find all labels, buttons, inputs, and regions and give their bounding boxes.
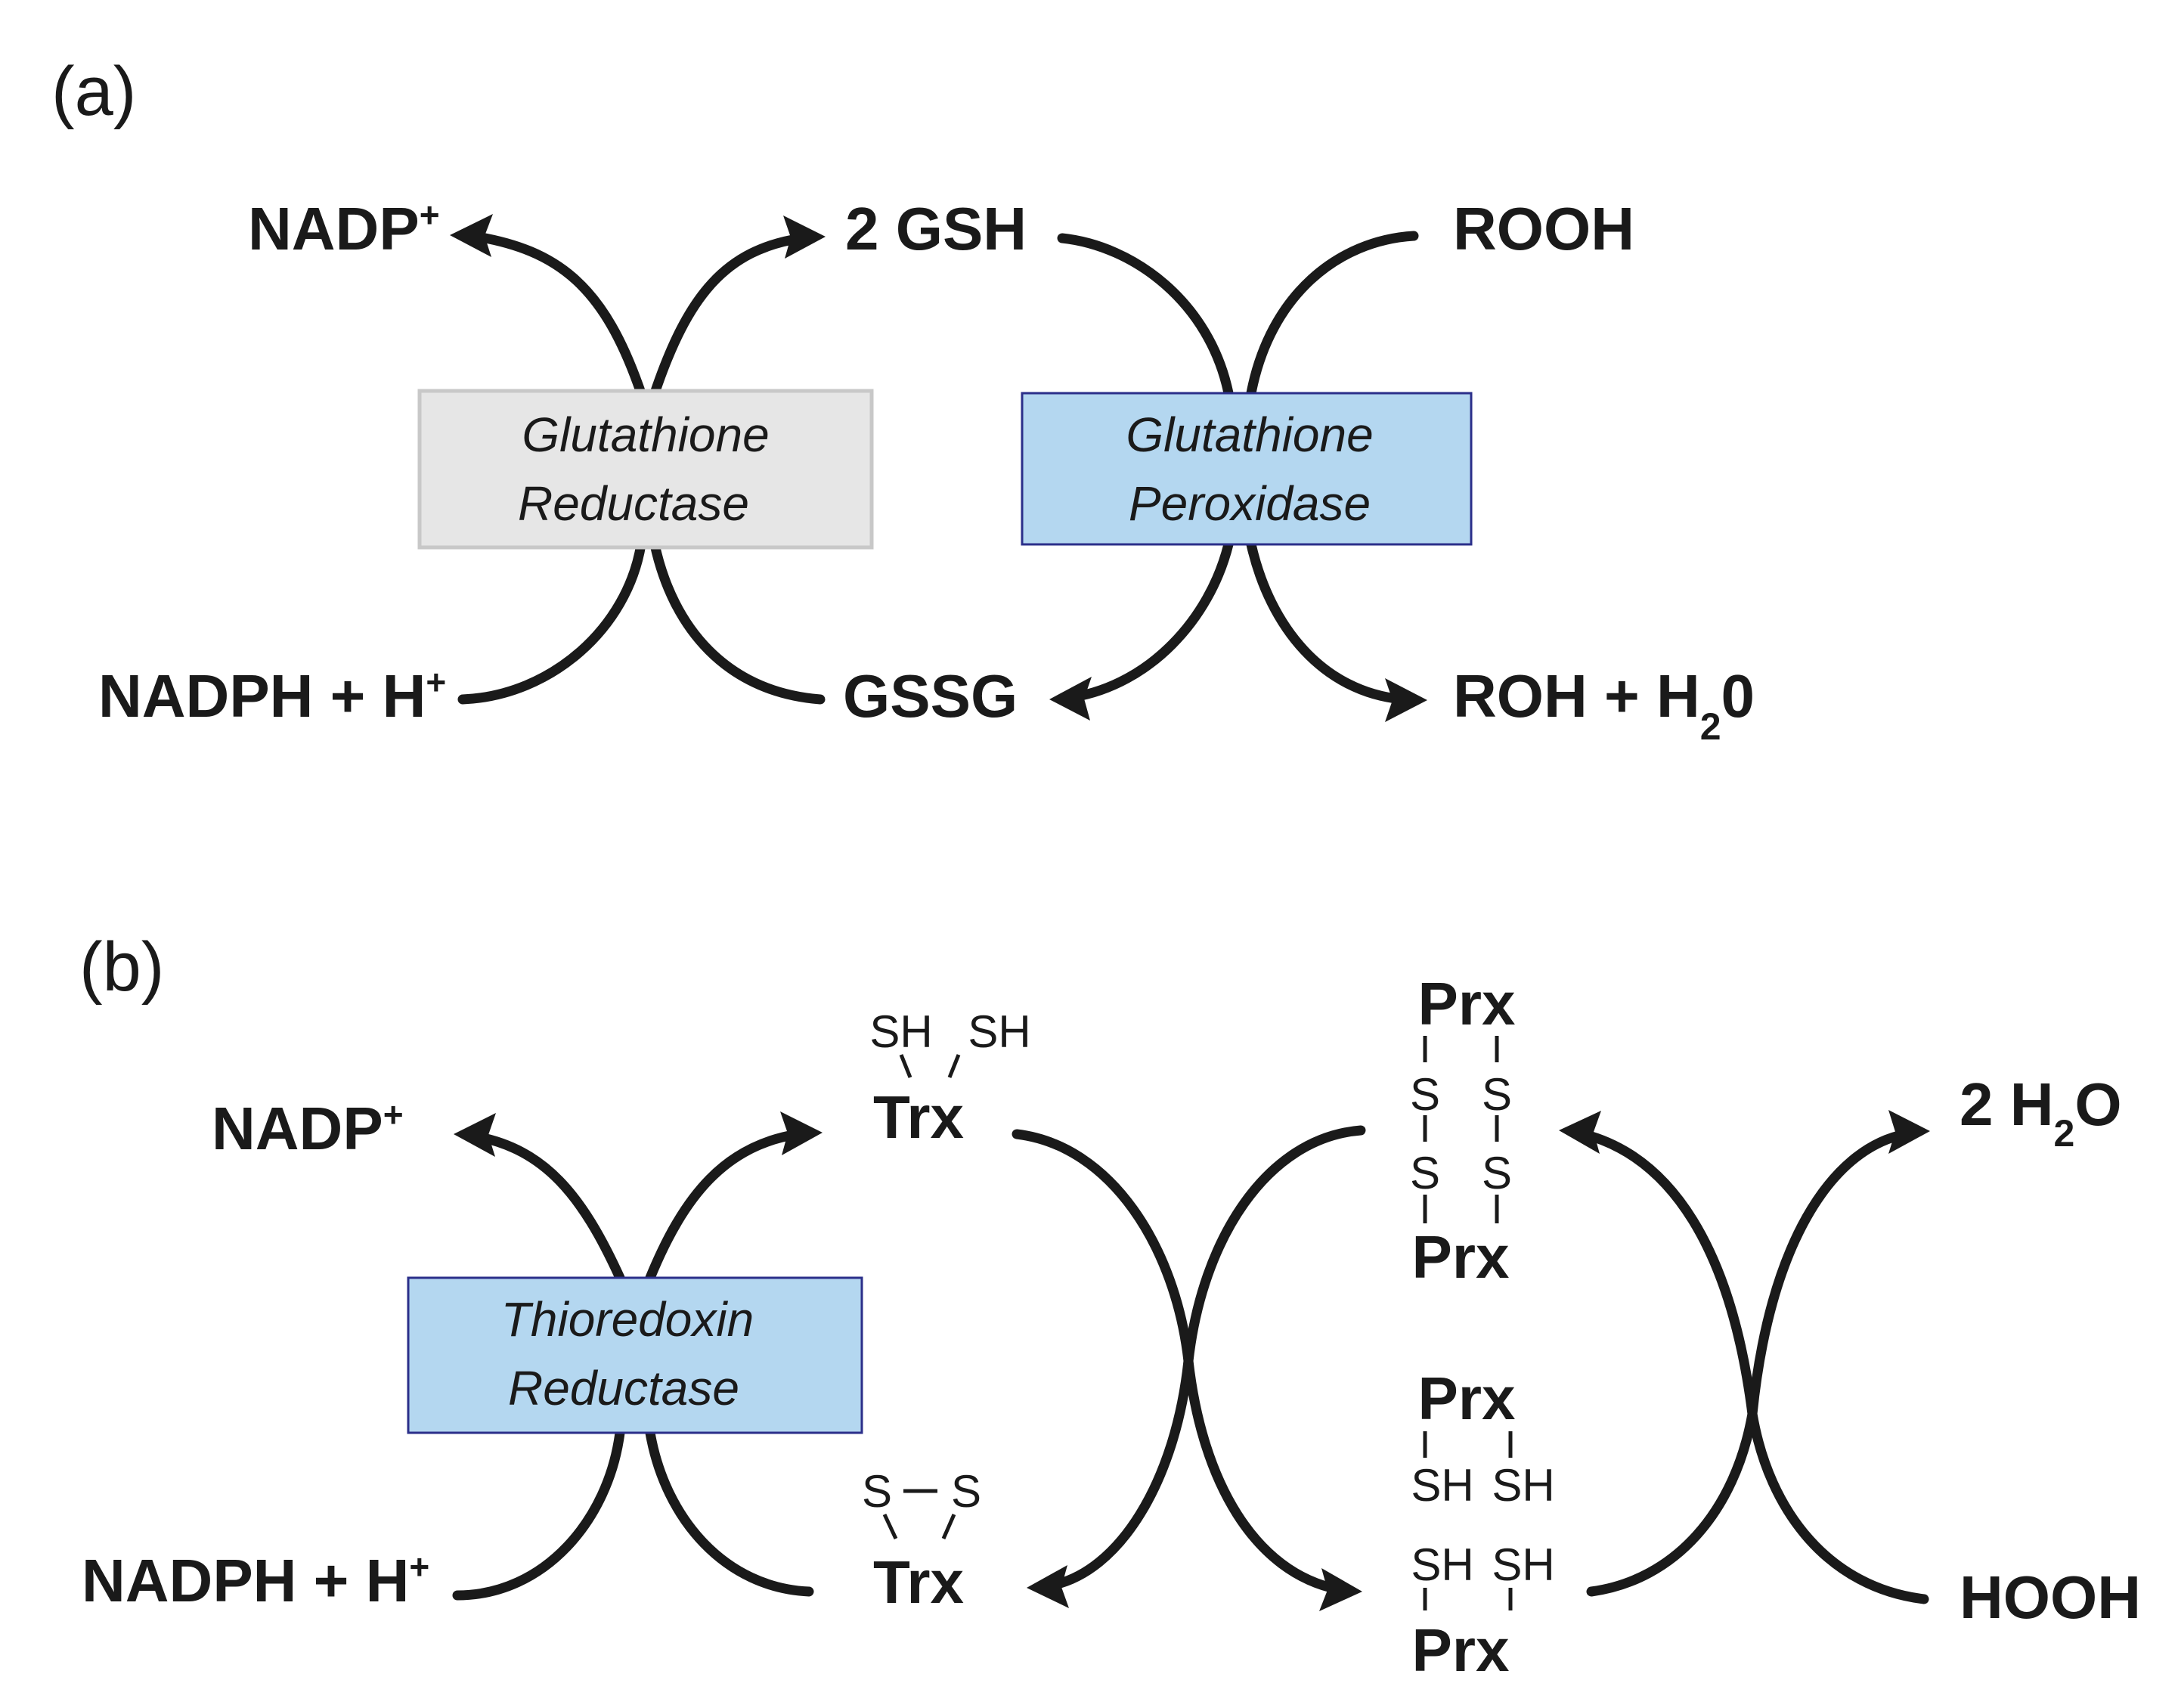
glutathione-peroxidase-line1: Glutathione	[1126, 408, 1373, 462]
gr-arc-to-gssg	[649, 539, 826, 705]
prx-ox-s-3: S	[1410, 1148, 1440, 1198]
trxr-arc-from-nadph	[452, 1427, 625, 1601]
prx-red-bottom: Prx	[1412, 1617, 1510, 1684]
prx-ox-top: Prx	[1418, 970, 1516, 1037]
prx-red-sh-1: SH	[1411, 1460, 1473, 1511]
gpx-arc-from-rooh	[1246, 231, 1419, 398]
arrowhead-to-water	[1888, 1110, 1930, 1154]
nadp-b-label: NADP+	[212, 1095, 404, 1162]
trx-ox-bond-left	[882, 1513, 898, 1540]
trxr-arc-to-trx	[645, 1129, 803, 1283]
arrowhead-to-trx-ox	[1027, 1565, 1069, 1608]
water-label: 2 H2O	[1960, 1071, 2122, 1155]
prx-red-sh-2: SH	[1492, 1460, 1554, 1511]
glutathione-reductase-box	[420, 391, 872, 547]
rooh-label: ROOH	[1453, 195, 1634, 262]
prx-oxidized-dimer: Prx S S S S Prx	[1410, 970, 1516, 1291]
gr-arc-to-nadp	[467, 231, 646, 398]
trx-ox-bond-right	[941, 1513, 956, 1540]
gr-arc-to-gsh	[649, 233, 807, 398]
gr-arc-from-nadph	[457, 539, 646, 705]
glutathione-reductase-box-border	[417, 389, 874, 550]
trx-oxidized: S S Trx	[862, 1466, 981, 1616]
panel-b-label: (b)	[79, 928, 164, 1006]
prx-red-top: Prx	[1418, 1365, 1516, 1432]
gssg-label: GSSG	[843, 662, 1018, 730]
prx-reduced-dimer: Prx SH SH SH SH Prx	[1411, 1365, 1554, 1684]
hooh-label: HOOH	[1960, 1564, 2141, 1631]
prx-ox-bottom: Prx	[1412, 1223, 1510, 1291]
prx-red-sh-4: SH	[1492, 1539, 1554, 1590]
prx-ox-s-1: S	[1410, 1069, 1440, 1120]
arc-prx-red-to-prx-ox	[1579, 1129, 1758, 1597]
thioredoxin-reductase-box	[408, 1278, 862, 1433]
arrowhead-to-gsh	[783, 215, 826, 259]
trx-ox-s2: S	[951, 1466, 981, 1517]
arc-trx-red-to-prx-red	[1012, 1129, 1343, 1595]
roh-water-label: ROH + H20	[1453, 662, 1755, 748]
panel-a: (a) Glutathione Reductase Glutathione Pe…	[51, 53, 1755, 748]
trxr-arc-to-nadp	[471, 1131, 625, 1283]
arrowhead-to-nadp	[450, 214, 493, 257]
thioredoxin-reductase-line1: Thioredoxin	[501, 1292, 754, 1347]
trx-reduced: SH SH Trx	[869, 1006, 1030, 1151]
trx-red-sh2: SH	[968, 1006, 1030, 1057]
trx-ox-name: Trx	[873, 1548, 964, 1616]
arc-prx-ox-to-trx-ox	[1046, 1125, 1366, 1591]
trx-red-sh1: SH	[869, 1006, 932, 1057]
prx-red-sh-3: SH	[1411, 1539, 1473, 1590]
glutathione-peroxidase-line2: Peroxidase	[1129, 476, 1371, 531]
glutathione-reductase-line2: Reductase	[518, 476, 749, 531]
trx-ox-s1: S	[862, 1466, 892, 1517]
nadph-label: NADPH + H+	[98, 662, 446, 730]
glutathione-reductase-line1: Glutathione	[522, 408, 769, 462]
arrowhead-to-prx-ox	[1559, 1111, 1601, 1154]
arrowhead-to-roh	[1385, 678, 1427, 722]
nadph-b-label: NADPH + H+	[82, 1547, 429, 1614]
nadp-label: NADP+	[248, 195, 440, 262]
gpx-arc-to-roh	[1246, 539, 1408, 705]
gpx-arc-to-gssg	[1068, 539, 1234, 702]
glutathione-peroxidase-box-border	[1021, 392, 1473, 546]
thioredoxin-reductase-line2: Reductase	[508, 1361, 739, 1415]
gsh-label: 2 GSH	[845, 195, 1027, 262]
trxr-arc-to-trx-ox	[645, 1427, 814, 1597]
panel-b: (b) Thioredoxin Reductase NADP+ NADPH + …	[79, 928, 2141, 1684]
arc-hooh-to-water	[1747, 1129, 1929, 1604]
panel-a-label: (a)	[51, 53, 136, 130]
arrowhead-to-gssg	[1049, 677, 1092, 721]
trx-red-bond-right	[947, 1054, 961, 1078]
thioredoxin-reductase-box-border	[407, 1276, 863, 1434]
prx-ox-s-4: S	[1482, 1148, 1512, 1198]
trx-red-bond-left	[899, 1054, 912, 1078]
trx-red-name: Trx	[873, 1083, 964, 1151]
prx-ox-s-2: S	[1482, 1069, 1512, 1120]
arrowhead-to-prx-red	[1319, 1568, 1362, 1611]
gpx-arc-from-gsh	[1057, 233, 1234, 398]
arrowhead-to-trx-red	[780, 1111, 823, 1155]
arrowhead-b-to-nadp	[454, 1113, 496, 1157]
glutathione-peroxidase-box	[1022, 393, 1471, 544]
